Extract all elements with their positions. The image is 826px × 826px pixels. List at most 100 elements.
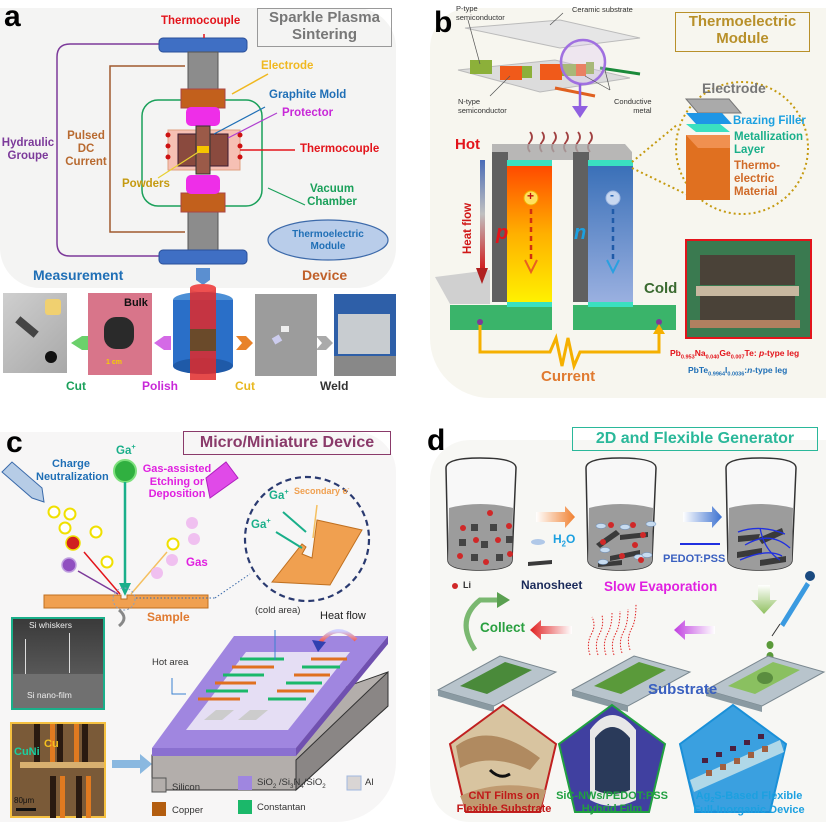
label-ceramic: Ceramic substrate	[572, 5, 633, 14]
step-cut-2: Cut	[235, 379, 255, 393]
step-cut-1: Cut	[66, 379, 86, 393]
label-brazing: Brazing Filler	[733, 115, 806, 127]
label-h2o: H2O	[553, 532, 576, 549]
label-current: Current	[541, 368, 596, 385]
zoom-circle	[559, 38, 607, 86]
beaker-1	[445, 457, 517, 571]
photo-si-whiskers: Si whiskers Si nano-film	[11, 617, 105, 710]
substrate-1	[436, 655, 558, 712]
label-sample: Sample	[147, 610, 190, 624]
arrow-down-icon	[572, 106, 588, 118]
p-leg	[507, 166, 552, 302]
label-pulsed-dc: Pulsed DC Current	[65, 130, 107, 169]
label-powders: Powders	[122, 178, 170, 190]
title-micro-device: Micro/Miniature Device	[183, 431, 391, 455]
label-cold-area: (cold area)	[255, 605, 301, 616]
label-ga-top: Ga+	[116, 442, 136, 457]
arrow-left-icon-2	[674, 620, 715, 640]
label-cu: Cu	[44, 738, 59, 750]
panel-label-d: d	[427, 424, 446, 457]
pentagon-sic	[557, 703, 667, 813]
arrow-left-icon	[530, 620, 572, 640]
panel-label-a: a	[4, 0, 21, 33]
photo-cut-samples	[3, 293, 67, 373]
title-2d-flexible: 2D and Flexible Generator	[572, 427, 818, 451]
arrow-right-icon	[536, 506, 575, 528]
legend-copper: Copper	[172, 805, 204, 816]
pulsed-dc-line	[109, 65, 185, 233]
weld-arrow-icon	[316, 336, 333, 350]
label-thermocouple-top: Thermocouple	[161, 15, 241, 27]
photo-cut-legs	[255, 294, 317, 376]
label-device: Device	[302, 267, 348, 283]
label-hot-area: Hot area	[152, 657, 189, 668]
label-conductive: Conductive metal	[614, 97, 652, 115]
label-graphite-mold: Graphite Mold	[269, 89, 347, 101]
label-protector: Protector	[282, 107, 334, 119]
cut-arrow-icon-2	[236, 336, 253, 350]
step-polish: Polish	[142, 379, 179, 393]
fib-diagram	[1, 459, 389, 816]
title-te-module: Thermoelectric Module	[675, 12, 810, 52]
label-cuni: CuNi	[14, 746, 40, 758]
label-te-material: Thermo- electric Material	[734, 160, 780, 199]
panel-label-c: c	[6, 426, 23, 459]
label-metallization: Metallization Layer	[734, 131, 804, 157]
label-electrode: Electrode	[261, 60, 314, 72]
label-slow-evap: Slow Evaporation	[604, 579, 718, 594]
bottom-protector	[186, 175, 220, 194]
label-charge-neutralization: Charge Neutralization	[36, 458, 109, 483]
label-heat-flow-c: Heat flow	[320, 610, 366, 622]
bottom-plate	[158, 249, 248, 265]
bottom-column	[187, 211, 219, 251]
n-leg	[588, 166, 633, 302]
photo-welded-device	[334, 294, 396, 376]
legend-sio2: SiO2 /Si3N4/SiO2	[257, 777, 326, 790]
polish-arrow-icon	[154, 336, 171, 350]
top-protector	[186, 107, 220, 126]
label-n-type: N-type semiconductor	[458, 97, 507, 115]
panel-label-b: b	[434, 6, 453, 39]
label-p-type: P-type semiconductor	[456, 4, 505, 22]
photo-cuni-device: Cu CuNi 80μm	[10, 722, 106, 818]
label-ga-inset-2: Ga+	[251, 516, 271, 531]
sps-diagram	[56, 34, 389, 380]
label-substrate: Substrate	[648, 681, 718, 698]
label-pedot: PEDOT:PSS	[663, 553, 726, 565]
te-module-diagram	[435, 12, 812, 371]
arrow-down-icon-d	[751, 585, 777, 614]
label-li: Li	[463, 580, 471, 590]
pentagon-ag2s	[678, 703, 788, 813]
hydraulic-line	[56, 43, 160, 257]
label-hydraulic: Hydraulic Groupe	[1, 137, 55, 163]
legend-silicon: Silicon	[172, 782, 200, 793]
label-n-formula: PbTe0.9964I0.0036:n-type leg	[688, 365, 788, 378]
label-scale-80um: 80μm	[14, 796, 35, 805]
caption-cnt: CNT Films on Flexible Substrate	[456, 790, 552, 815]
powders	[197, 146, 209, 153]
label-p-leg: p	[496, 222, 509, 244]
label-gas-assisted: Gas-assisted Etching or Deposition	[142, 463, 212, 501]
legend-constantan: Constantan	[257, 802, 306, 813]
label-thermocouple-side: Thermocouple	[300, 143, 380, 155]
label-gas: Gas	[186, 557, 208, 569]
cut-arrow-icon	[71, 336, 88, 350]
te-module-ellipse	[267, 219, 389, 261]
arrow-right-icon-2	[683, 506, 722, 528]
label-collect: Collect	[480, 620, 526, 635]
caption-sic: SiC-NWs/PEDOT:PSS Hybrid Film	[556, 790, 668, 815]
label-electrode-b: Electrode	[702, 80, 766, 96]
photo-bulk: Bulk 1 cm	[88, 293, 152, 375]
label-plus: +	[527, 189, 535, 203]
label-cold: Cold	[644, 280, 678, 297]
label-ga-inset-1: Ga+	[269, 487, 289, 502]
label-vacuum-chamber: Vacuum Chamber	[307, 183, 357, 209]
substrate-3	[704, 655, 826, 712]
label-nanosheet: Nanosheet	[521, 578, 583, 592]
label-secondary-e: Secondary e-	[294, 486, 350, 496]
label-hot: Hot	[455, 136, 480, 153]
caption-ag2s: Ag2S-Based Flexible Full-Inorganic Devic…	[693, 790, 805, 817]
title-sps: Sparkle Plasma Sintering	[257, 8, 392, 47]
label-minus: -	[610, 188, 614, 202]
